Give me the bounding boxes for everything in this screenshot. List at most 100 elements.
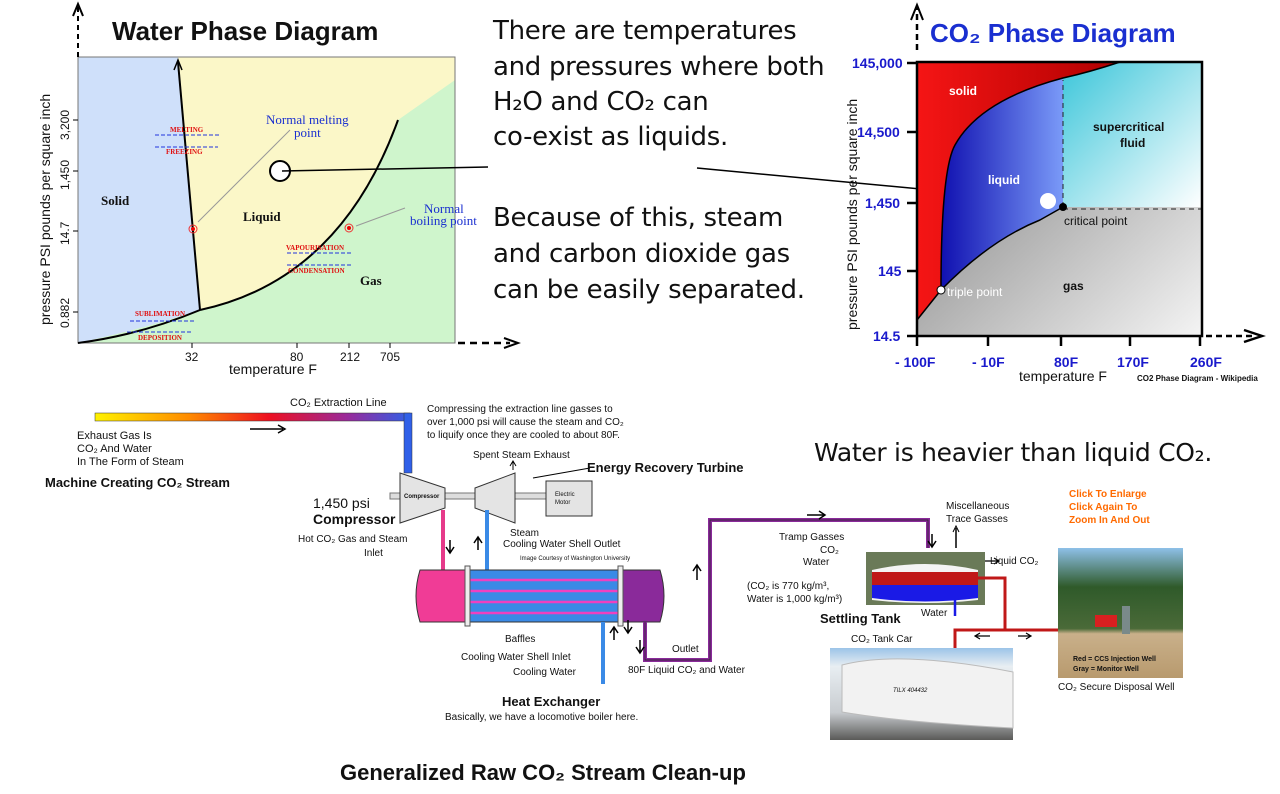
- click-note[interactable]: Zoom In And Out: [1069, 515, 1150, 526]
- outlet-label: Outlet: [672, 644, 699, 655]
- well-legend: Red = CCS Injection Well: [1073, 656, 1156, 663]
- misc-gas-label: Miscellaneous: [946, 501, 1010, 512]
- gas-region: [78, 80, 455, 343]
- co2-y-tick: 1,450: [865, 195, 901, 211]
- supercritical-label: supercritical: [1093, 120, 1165, 134]
- solid-region: [78, 57, 200, 343]
- co2-x-tick: - 100F: [895, 354, 936, 370]
- boiling-point-dot: [347, 226, 351, 230]
- exhaust-note: Exhaust Gas Is: [77, 430, 152, 442]
- coexist-marker-co2: [1040, 193, 1056, 209]
- separation-text: can be easily separated.: [493, 275, 805, 305]
- density-note: Water is 1,000 kg/m³): [747, 594, 843, 605]
- liquid-label: Liquid: [243, 209, 281, 224]
- well-legend: Gray = Monitor Well: [1073, 666, 1139, 673]
- baffles-label: Baffles: [505, 634, 536, 645]
- exhaust-note: In The Form of Steam: [77, 456, 184, 468]
- click-note[interactable]: Click To Enlarge: [1069, 489, 1147, 500]
- compress-note: Compressing the extraction line gasses t…: [427, 404, 613, 415]
- co2-y-tick: 145: [878, 263, 902, 279]
- compressor-shape: [399, 472, 446, 524]
- co2-y-tick: 14,500: [857, 124, 900, 140]
- triple-point-label: triple point: [947, 285, 1003, 299]
- tank-water-label: Water: [921, 608, 948, 619]
- co2-diagram-title: CO₂ Phase Diagram: [930, 18, 1176, 48]
- liquid-co2-label: Liquid CO₂: [990, 556, 1039, 567]
- exhaust-note: CO₂ And Water: [77, 443, 152, 455]
- disposal-well-photo: [1058, 548, 1183, 678]
- motor-label: Motor: [555, 500, 571, 506]
- liquid-co2-pipe: [953, 576, 1060, 665]
- extraction-line-label: CO₂ Extraction Line: [290, 397, 387, 409]
- turbine-label: Energy Recovery Turbine: [587, 460, 744, 475]
- co2-layer-label: CO₂: [820, 545, 839, 556]
- connector-line: [281, 166, 489, 172]
- vapourisation-label: VAPOURISATION: [286, 244, 345, 252]
- gas-label: Gas: [360, 273, 382, 288]
- melting-point-label: point: [294, 125, 321, 140]
- co2-x-tick: 80F: [1054, 354, 1079, 370]
- melting-point-dot: [191, 227, 195, 231]
- spent-steam-label: Spent Steam Exhaust: [473, 450, 570, 461]
- psi-label: 1,450 psi: [313, 495, 370, 511]
- tank-car-label: CO₂ Tank Car: [851, 634, 913, 645]
- motor-shape: [545, 480, 593, 517]
- condensation-label: CONDENSATION: [288, 267, 345, 275]
- cooling-water-label: Cooling Water: [513, 667, 576, 678]
- click-note[interactable]: Click Again To: [1069, 502, 1138, 513]
- water-heavier-text: Water is heavier than liquid CO₂.: [814, 438, 1212, 467]
- water-y-label: pressure PSI pounds per square inch: [37, 93, 53, 325]
- shell-inlet-label: Cooling Water Shell Inlet: [461, 652, 571, 663]
- boiling-point-label: boiling point: [410, 213, 477, 228]
- water-layer-label: Water: [803, 557, 830, 568]
- water-y-tick: 1,450: [58, 159, 72, 190]
- process-graphics: [94, 412, 1183, 740]
- melting-label: MELTING: [170, 126, 204, 134]
- compress-note: to liquify once they are cooled to about…: [427, 430, 620, 441]
- compress-note: over 1,000 psi will cause the steam and …: [427, 417, 624, 428]
- heat-exchanger-title: Heat Exchanger: [502, 694, 601, 709]
- machine-label: Machine Creating CO₂ Stream: [45, 475, 230, 490]
- compressor-box-label: Compressor: [404, 494, 440, 500]
- hot-gas-label: Hot CO₂ Gas and Steam: [298, 534, 408, 545]
- coexist-text: and pressures where both: [493, 52, 825, 82]
- water-x-tick: 705: [380, 350, 401, 364]
- liquid-out-label: 80F Liquid CO₂ and Water: [628, 665, 745, 676]
- boiler-note: Basically, we have a locomotive boiler h…: [445, 712, 639, 723]
- solid-label: Solid: [101, 193, 130, 208]
- co2-x-label: temperature F: [1019, 368, 1107, 384]
- water-phase-plot: [72, 1, 521, 349]
- extraction-line: [94, 412, 411, 422]
- tank-car-number: TILX 404432: [893, 688, 928, 694]
- co2-y-tick: 145,000: [852, 55, 903, 71]
- triple-point-dot: [936, 285, 946, 295]
- turbine-shape: [474, 472, 516, 524]
- sublimation-label: SUBLIMATION: [135, 310, 186, 318]
- motor-label: Electric: [555, 492, 575, 498]
- critical-point-dot: [1059, 203, 1067, 211]
- co2-phase-plot: [907, 2, 1266, 346]
- steam-label: Steam: [510, 528, 539, 539]
- co2-x-tick: - 10F: [972, 354, 1005, 370]
- co2-liquid-label: liquid: [988, 173, 1020, 187]
- density-note: (CO₂ is 770 kg/m³,: [747, 581, 830, 592]
- co2-gas-label: gas: [1063, 279, 1084, 293]
- settling-tank-title: Settling Tank: [820, 611, 901, 626]
- co2-x-tick: 170F: [1117, 354, 1149, 370]
- melting-point-label: Normal melting: [266, 112, 349, 127]
- compressor-label: Compressor: [313, 511, 396, 527]
- deposition-label: DEPOSITION: [138, 334, 182, 342]
- co2-solid-label: solid: [949, 84, 978, 98]
- footer-title: Generalized Raw CO₂ Stream Clean-up: [340, 760, 746, 785]
- water-diagram-title: Water Phase Diagram: [112, 16, 379, 46]
- coexist-text: H₂O and CO₂ can: [493, 87, 709, 117]
- water-x-label: temperature F: [229, 361, 317, 377]
- courtesy-label: Image Courtesy of Washington University: [520, 556, 631, 562]
- critical-point-label: critical point: [1064, 214, 1128, 228]
- coexist-text: co-exist as liquids.: [493, 122, 728, 152]
- freezing-label: FREEZING: [166, 148, 203, 156]
- co2-credit: CO2 Phase Diagram - Wikipedia: [1137, 374, 1258, 383]
- water-x-tick: 80: [290, 350, 304, 364]
